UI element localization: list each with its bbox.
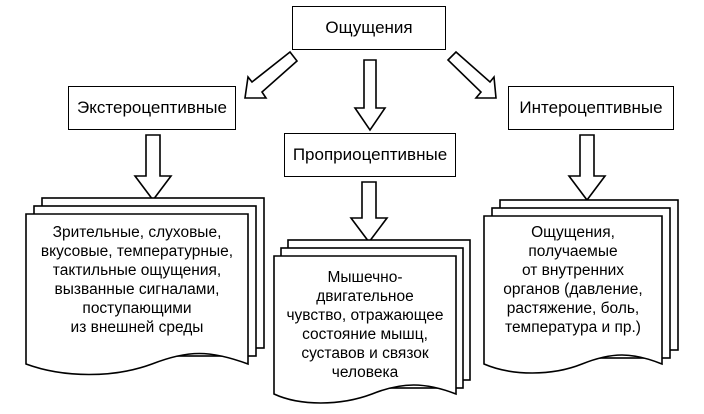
arrow-proprio-to-doc xyxy=(349,181,389,244)
doc-stack-intero xyxy=(483,199,679,374)
arrow-root-to-intero xyxy=(446,50,497,99)
arrow-root-to-extero xyxy=(244,50,299,99)
root-box: Ощущения xyxy=(292,6,446,50)
description-intero: Ощущения, получаемые от внутренних орган… xyxy=(503,224,643,336)
root-label: Ощущения xyxy=(325,18,413,37)
doc-stack-extero xyxy=(25,197,265,376)
description-extero: Зрительные, слуховые, вкусовые, температ… xyxy=(40,224,234,336)
doc-stack-proprio xyxy=(273,239,471,404)
arrow-root-to-proprio xyxy=(353,59,387,132)
category-label-proprio: Проприоцептивные xyxy=(292,145,448,164)
category-box-extero: Экстероцептивные xyxy=(68,86,236,130)
category-label-extero: Экстероцептивные xyxy=(77,98,227,117)
arrow-intero-to-doc xyxy=(567,134,607,202)
category-box-proprio: Проприоцептивные xyxy=(284,133,456,177)
category-label-intero: Интероцептивные xyxy=(519,98,663,117)
description-proprio: Мышечно- двигательное чувство, отражающе… xyxy=(286,269,444,381)
arrow-extero-to-doc xyxy=(133,134,173,202)
category-box-intero: Интероцептивные xyxy=(508,86,674,130)
